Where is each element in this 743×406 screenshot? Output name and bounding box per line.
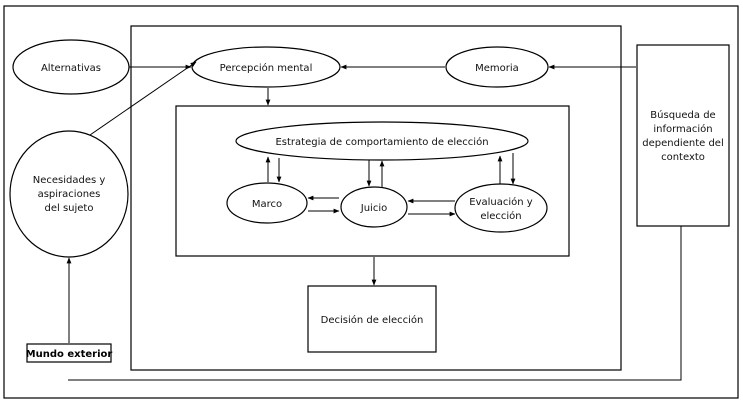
busqueda-label-1: Búsqueda de (650, 109, 715, 121)
juicio-label: Juicio (360, 203, 387, 214)
node-marco: Marco (226, 182, 308, 224)
estrategia-label: Estrategia de comportamiento de elección (275, 136, 488, 148)
node-estrategia: Estrategia de comportamiento de elección (235, 121, 529, 161)
memoria-label: Memoria (475, 63, 519, 74)
node-juicio: Juicio (340, 186, 408, 228)
mundo-label: Mundo exterior (26, 349, 113, 360)
node-memoria: Memoria (445, 46, 549, 88)
percepcion-label: Percepción mental (220, 62, 313, 74)
decision-label: Decisión de elección (321, 314, 424, 326)
necesidades-label-2: aspiraciones (38, 189, 101, 200)
node-percepcion: Percepción mental (191, 46, 341, 88)
necesidades-label-1: Necesidades y (33, 175, 106, 186)
node-necesidades: Necesidades y aspiraciones del sujeto (9, 130, 129, 258)
node-decision: Decisión de elección (307, 285, 437, 353)
node-mundo: Mundo exterior (26, 343, 113, 363)
marco-label: Marco (252, 199, 282, 210)
busqueda-label-4: contexto (661, 152, 705, 163)
arrow-necesidades-percepcion (89, 61, 197, 136)
node-alternativas: Alternativas (12, 39, 130, 95)
node-busqueda: Búsqueda de información dependiente del … (636, 44, 730, 227)
node-evaluacion: Evaluación y elección (454, 183, 548, 233)
feedback-line (68, 225, 682, 381)
evaluacion-label-1: Evaluación y (469, 196, 533, 208)
necesidades-label-3: del sujeto (45, 203, 94, 214)
busqueda-label-2: información (653, 123, 712, 135)
alternativas-label: Alternativas (41, 63, 101, 74)
busqueda-label-3: dependiente del (642, 138, 723, 149)
evaluacion-label-2: elección (480, 210, 521, 222)
